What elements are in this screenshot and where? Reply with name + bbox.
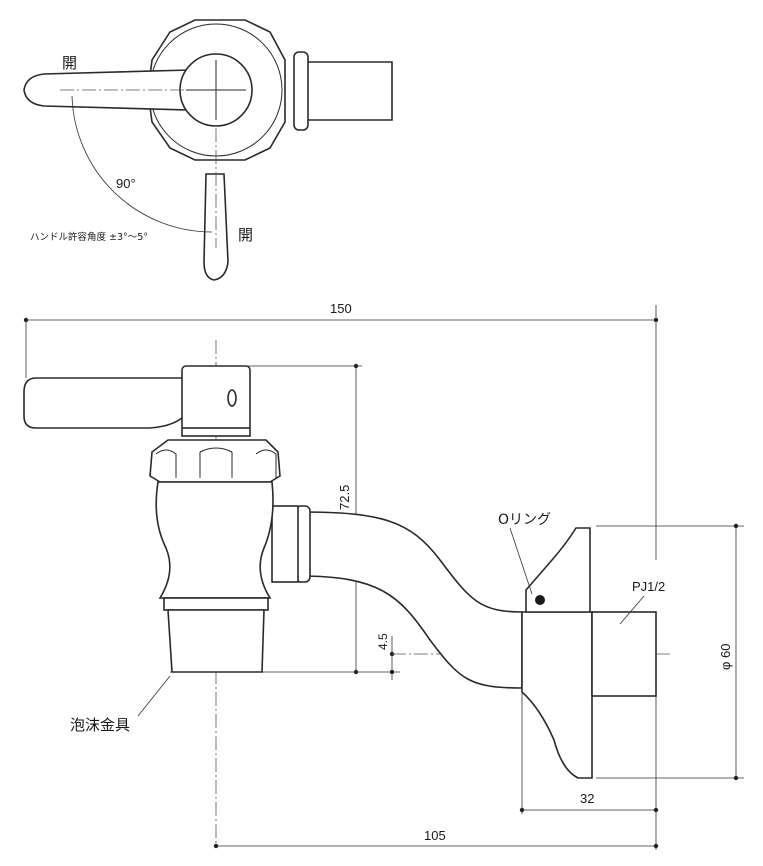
dim-diameter: φ 60	[718, 643, 733, 670]
pipe-outlet-stub	[271, 505, 299, 583]
side-handle-lever	[23, 377, 187, 429]
aerator-label: 泡沫金具	[70, 716, 130, 734]
aerator-leader	[137, 675, 171, 717]
o-ring-leader	[509, 527, 533, 595]
dim-depth: 32	[580, 791, 594, 806]
top-view-pipe	[300, 61, 393, 121]
aerator	[167, 609, 265, 673]
dim-height: 72.5	[337, 485, 352, 510]
handle-screw-hole	[227, 389, 237, 407]
dim-projection: 105	[424, 828, 446, 843]
open-label-bottom: 開	[238, 226, 253, 244]
dim-terminator	[653, 843, 659, 849]
dim-terminator	[733, 523, 739, 529]
faucet-body	[155, 481, 274, 599]
side-handle-cap	[181, 365, 251, 431]
angle-label: 90°	[116, 176, 136, 191]
top-view-angle-arc	[71, 95, 213, 233]
thread-label: PJ1/2	[632, 579, 665, 594]
open-label-left: 開	[62, 54, 77, 72]
handle-collar	[181, 427, 251, 437]
connecting-pipe	[299, 511, 523, 689]
dim-terminator	[733, 775, 739, 781]
o-ring	[535, 595, 545, 605]
wall-flange	[521, 611, 593, 779]
hex-nut-facet	[255, 449, 277, 478]
hex-nut	[149, 439, 281, 483]
dim-total-width: 150	[330, 301, 352, 316]
dim-terminator	[213, 843, 219, 849]
dim-terminator	[653, 807, 659, 813]
thread-pj12	[591, 611, 657, 697]
hex-nut-facet	[199, 447, 233, 453]
o-ring-label: Oリング	[498, 512, 551, 528]
side-view: 150 72.5 4.5	[23, 301, 744, 850]
escutcheon	[525, 527, 591, 613]
top-view: 90° 開 開 ハンドル許容角度 ±3°〜5°	[23, 19, 393, 281]
hex-nut-facet	[155, 449, 177, 478]
top-view-pipe-nut	[293, 51, 309, 131]
dim-offset: 4.5	[376, 633, 390, 650]
dim-terminator	[389, 669, 395, 675]
aerator-collar	[163, 597, 269, 611]
thread-leader	[619, 595, 645, 625]
dim-terminator	[519, 807, 525, 813]
tolerance-label: ハンドル許容角度 ±3°〜5°	[30, 231, 148, 243]
